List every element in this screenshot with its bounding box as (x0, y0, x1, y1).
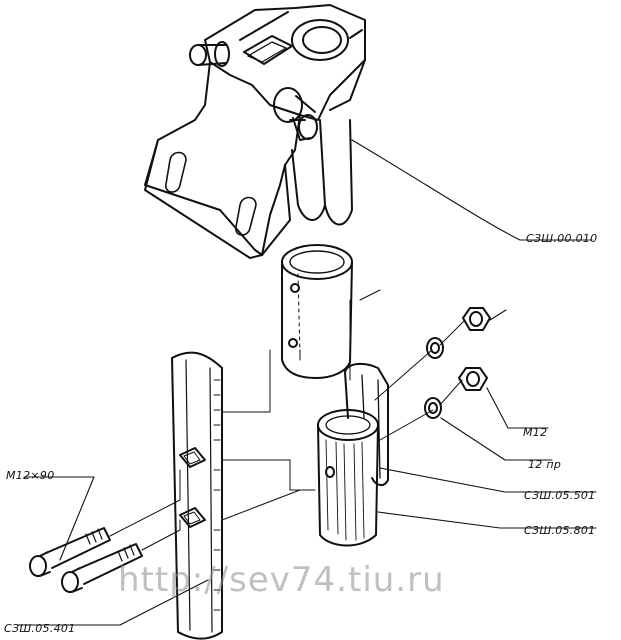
outer-sleeve-part (317, 409, 379, 547)
housing-part (144, 4, 366, 259)
bracket-strip-part (171, 351, 223, 640)
label-bracket: СЗШ.05.401 (4, 622, 76, 635)
upper-tube-part (281, 244, 353, 379)
label-outer-sleeve: СЗШ.05.801 (524, 524, 596, 537)
assembly-lines (109, 289, 466, 551)
label-inner-sleeve: СЗШ.05.501 (524, 489, 596, 502)
bolts (29, 527, 143, 593)
watermark: http://sev74.tiu.ru (118, 560, 445, 600)
label-bolt: М12×90 (6, 469, 55, 482)
label-washer: 12 пр (528, 458, 562, 471)
washers (424, 337, 444, 419)
leader-lines (17, 139, 597, 626)
nuts (458, 307, 491, 391)
label-nut: М12 (523, 426, 548, 439)
label-housing: СЗШ.00.010 (526, 232, 598, 245)
inner-sleeve-part (344, 362, 389, 486)
